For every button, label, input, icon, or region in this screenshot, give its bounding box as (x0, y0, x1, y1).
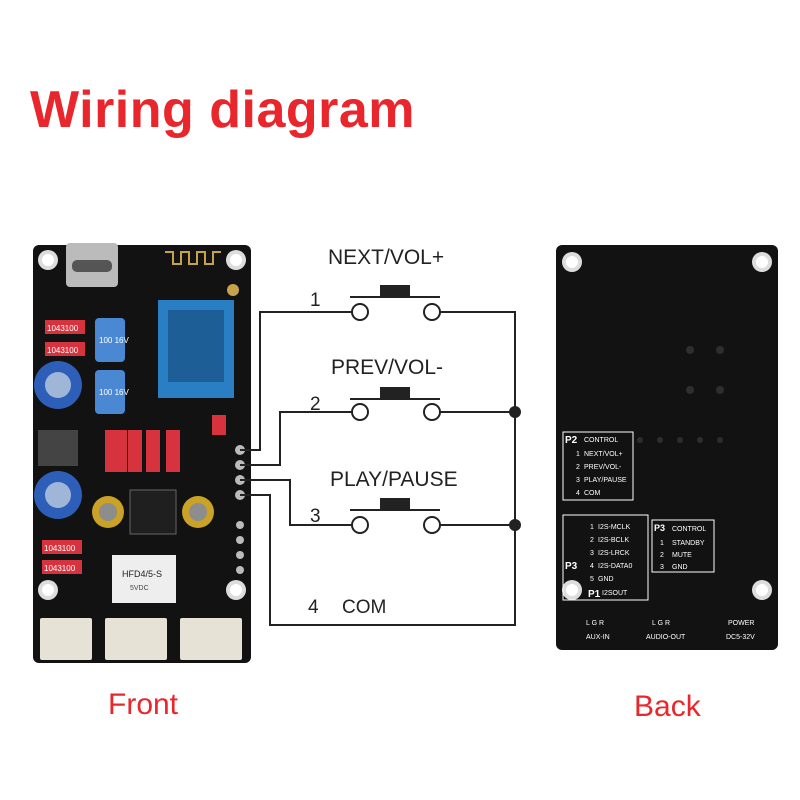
connector-audio-out (105, 618, 167, 660)
button-1-label: NEXT/VOL+ (328, 246, 444, 269)
svg-text:1: 1 (660, 540, 664, 547)
svg-text:AUDIO-OUT: AUDIO-OUT (646, 634, 686, 641)
svg-text:AUX-IN: AUX-IN (586, 634, 610, 641)
svg-text:STANDBY: STANDBY (672, 540, 705, 547)
svg-text:I2S-DATA0: I2S-DATA0 (598, 563, 632, 570)
wire-next (240, 311, 278, 451)
svg-text:P3: P3 (654, 523, 665, 533)
junction-dot (509, 519, 521, 531)
back-board: P2 CONTROL 1 NEXT/VOL+ 2 PREV/VOL- 3 PLA… (556, 245, 778, 650)
svg-text:P1: P1 (588, 589, 601, 600)
svg-text:2: 2 (660, 552, 664, 559)
svg-text:3: 3 (590, 550, 594, 557)
page-title: Wiring diagram (30, 81, 416, 139)
svg-text:P2: P2 (565, 435, 578, 446)
svg-text:GND: GND (672, 564, 688, 571)
capacitor (95, 318, 125, 362)
connector-power (180, 618, 242, 660)
svg-text:PLAY/PAUSE: PLAY/PAUSE (584, 477, 627, 484)
button-3-number: 3 (310, 506, 321, 527)
front-board: 1043100 1043100 100 16V 100 16V 1043100 … (33, 243, 251, 663)
svg-text:1043100: 1043100 (44, 544, 76, 553)
svg-text:L G R: L G R (652, 620, 670, 627)
svg-text:4: 4 (590, 563, 594, 570)
svg-text:5VDC: 5VDC (130, 585, 149, 592)
svg-text:CONTROL: CONTROL (672, 526, 706, 533)
svg-text:I2S-BCLK: I2S-BCLK (598, 537, 629, 544)
relay (112, 555, 176, 603)
wire-play (240, 479, 355, 526)
svg-text:I2S-MCLK: I2S-MCLK (598, 524, 631, 531)
button-2 (351, 387, 441, 421)
com-label: COM (342, 597, 386, 618)
svg-text:5: 5 (590, 576, 594, 583)
svg-text:COM: COM (584, 490, 601, 497)
wire-prev (240, 411, 298, 466)
svg-text:HFD4/5-S: HFD4/5-S (122, 569, 162, 579)
svg-text:P3: P3 (565, 561, 578, 572)
svg-text:CONTROL: CONTROL (584, 437, 618, 444)
svg-text:L G R: L G R (586, 620, 604, 627)
button-3-label: PLAY/PAUSE (330, 468, 458, 491)
svg-text:I2S-LRCK: I2S-LRCK (598, 550, 630, 557)
svg-text:DC5-32V: DC5-32V (726, 634, 755, 641)
button-1 (351, 285, 441, 321)
connector-aux-in (40, 618, 92, 660)
svg-text:1: 1 (590, 524, 594, 531)
svg-text:100 16V: 100 16V (99, 388, 129, 397)
svg-text:2: 2 (590, 537, 594, 544)
junction-dot (509, 406, 521, 418)
svg-text:NEXT/VOL+: NEXT/VOL+ (584, 451, 623, 458)
svg-text:1: 1 (576, 451, 580, 458)
front-caption: Front (108, 688, 179, 721)
button-2-label: PREV/VOL- (331, 356, 443, 379)
svg-text:MUTE: MUTE (672, 552, 692, 559)
button-3 (351, 498, 441, 534)
svg-text:POWER: POWER (728, 620, 754, 627)
com-number: 4 (308, 597, 319, 618)
svg-text:3: 3 (660, 564, 664, 571)
svg-text:2: 2 (576, 464, 580, 471)
svg-text:3: 3 (576, 477, 580, 484)
button-2-number: 2 (310, 394, 321, 415)
dac-chip (129, 489, 177, 535)
antenna (165, 251, 221, 265)
wire-com (240, 311, 516, 626)
back-caption: Back (634, 690, 701, 723)
button-1-number: 1 (310, 290, 321, 311)
svg-text:100 16V: 100 16V (99, 336, 129, 345)
svg-text:PREV/VOL-: PREV/VOL- (584, 464, 622, 471)
svg-text:4: 4 (576, 490, 580, 497)
svg-text:I2SOUT: I2SOUT (602, 590, 628, 597)
wiring (240, 296, 516, 626)
svg-text:1043100: 1043100 (47, 346, 79, 355)
svg-text:1043100: 1043100 (44, 564, 76, 573)
svg-text:1043100: 1043100 (47, 324, 79, 333)
svg-text:GND: GND (598, 576, 614, 583)
